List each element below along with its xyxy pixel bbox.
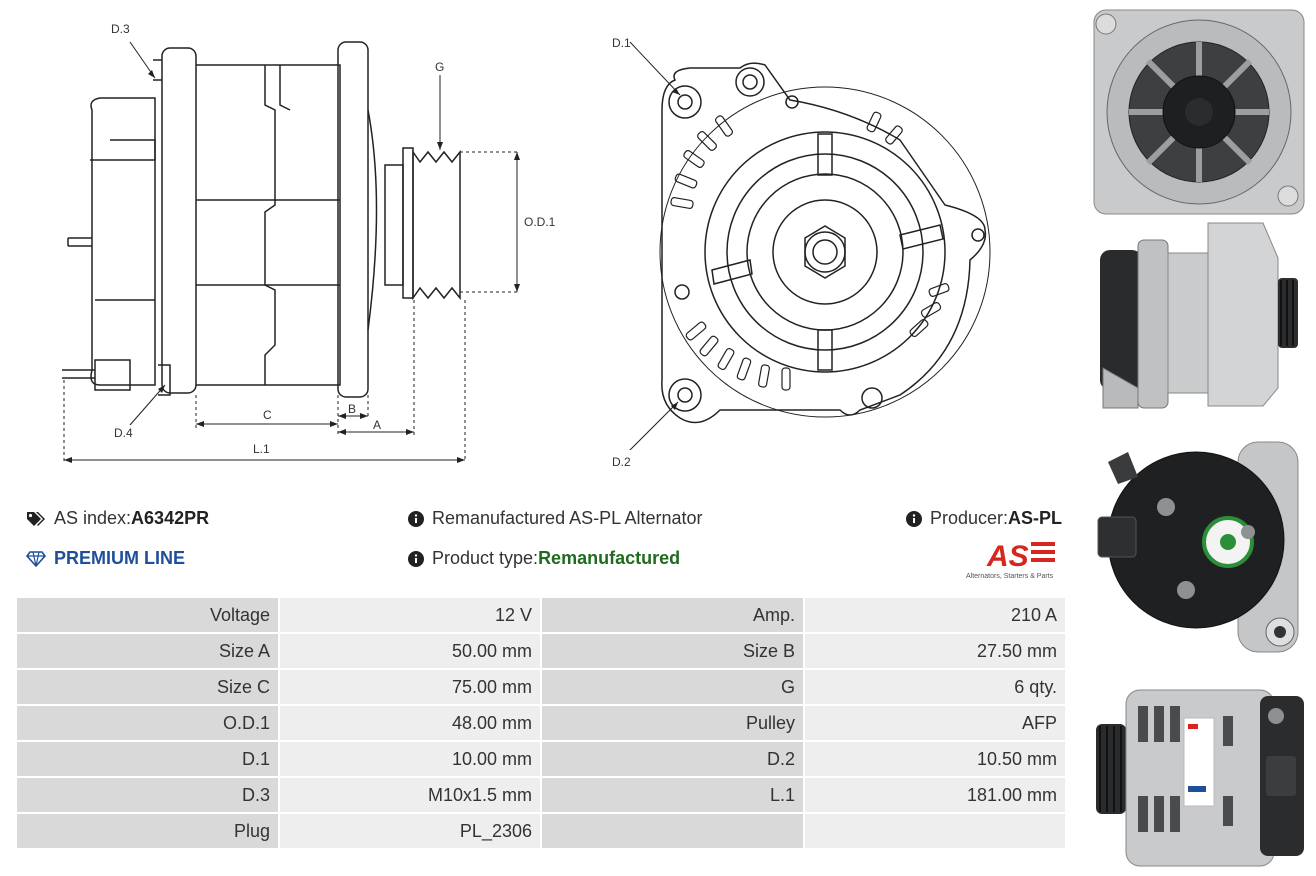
spec-key: Plug (17, 814, 278, 848)
spec-value (805, 814, 1065, 848)
description-row: Remanufactured AS-PL Alternator (408, 508, 702, 529)
product-photo-label-side[interactable] (1088, 676, 1310, 872)
product-description: Remanufactured AS-PL Alternator (432, 508, 703, 528)
spec-value: 181.00 mm (805, 778, 1065, 812)
spec-key: L.1 (542, 778, 803, 812)
logo-tagline: Alternators, Starters & Parts (966, 573, 1054, 580)
spec-key: G (542, 670, 803, 704)
diamond-icon (26, 550, 46, 567)
spec-key: Voltage (17, 598, 278, 632)
side-view-drawing (62, 41, 520, 463)
spec-value: AFP (805, 706, 1065, 740)
as-pl-logo: AS (986, 540, 1055, 570)
label-d3: D.3 (111, 22, 130, 36)
spec-value: 210 A (805, 598, 1065, 632)
info-circle-icon (408, 550, 424, 567)
product-photo-rear[interactable] (1088, 422, 1310, 662)
label-d1: D.1 (612, 36, 631, 50)
producer-row: Producer: AS-PL (906, 508, 1062, 529)
spec-key: D.2 (542, 742, 803, 776)
spec-key: D.3 (17, 778, 278, 812)
label-c: C (263, 408, 272, 422)
spec-value: 6 qty. (805, 670, 1065, 704)
spec-value: 50.00 mm (280, 634, 540, 668)
producer-label: Producer: (930, 508, 1009, 528)
label-b: B (348, 402, 357, 416)
spec-value: M10x1.5 mm (280, 778, 540, 812)
product-type-label: Product type: (432, 548, 539, 568)
spec-key: Amp. (542, 598, 803, 632)
spec-value: PL_2306 (280, 814, 540, 848)
spec-key: Size C (17, 670, 278, 704)
product-type-value: Remanufactured (538, 548, 681, 568)
spec-key: Size A (17, 634, 278, 668)
info-circle-icon (906, 510, 922, 527)
as-index-row: AS index: A6342PR (26, 508, 209, 529)
product-photo-side[interactable] (1088, 218, 1310, 413)
tags-icon (27, 511, 45, 526)
premium-line-row: PREMIUM LINE (26, 548, 185, 569)
svg-text:AS: AS (986, 540, 1029, 570)
label-l1: L.1 (253, 442, 270, 456)
product-photo-front[interactable] (1088, 6, 1310, 218)
producer-value: AS-PL (1008, 508, 1063, 528)
spec-value: 48.00 mm (280, 706, 540, 740)
as-index-value: A6342PR (131, 508, 210, 528)
spec-key (542, 814, 803, 848)
spec-key: O.D.1 (17, 706, 278, 740)
label-d4: D.4 (114, 426, 133, 440)
front-view-drawing (629, 41, 991, 450)
label-d2: D.2 (612, 455, 631, 469)
spec-value: 12 V (280, 598, 540, 632)
label-a: A (373, 418, 382, 432)
spec-value: 10.00 mm (280, 742, 540, 776)
info-circle-icon (408, 510, 424, 527)
premium-line-label: PREMIUM LINE (54, 548, 186, 568)
as-index-label: AS index: (54, 508, 132, 528)
spec-key: Size B (542, 634, 803, 668)
label-od1: O.D.1 (524, 215, 556, 229)
spec-key: D.1 (17, 742, 278, 776)
spec-value: 75.00 mm (280, 670, 540, 704)
label-g: G (435, 60, 445, 74)
product-type-row: Product type: Remanufactured (408, 548, 680, 569)
spec-key: Pulley (542, 706, 803, 740)
spec-value: 10.50 mm (805, 742, 1065, 776)
spec-value: 27.50 mm (805, 634, 1065, 668)
